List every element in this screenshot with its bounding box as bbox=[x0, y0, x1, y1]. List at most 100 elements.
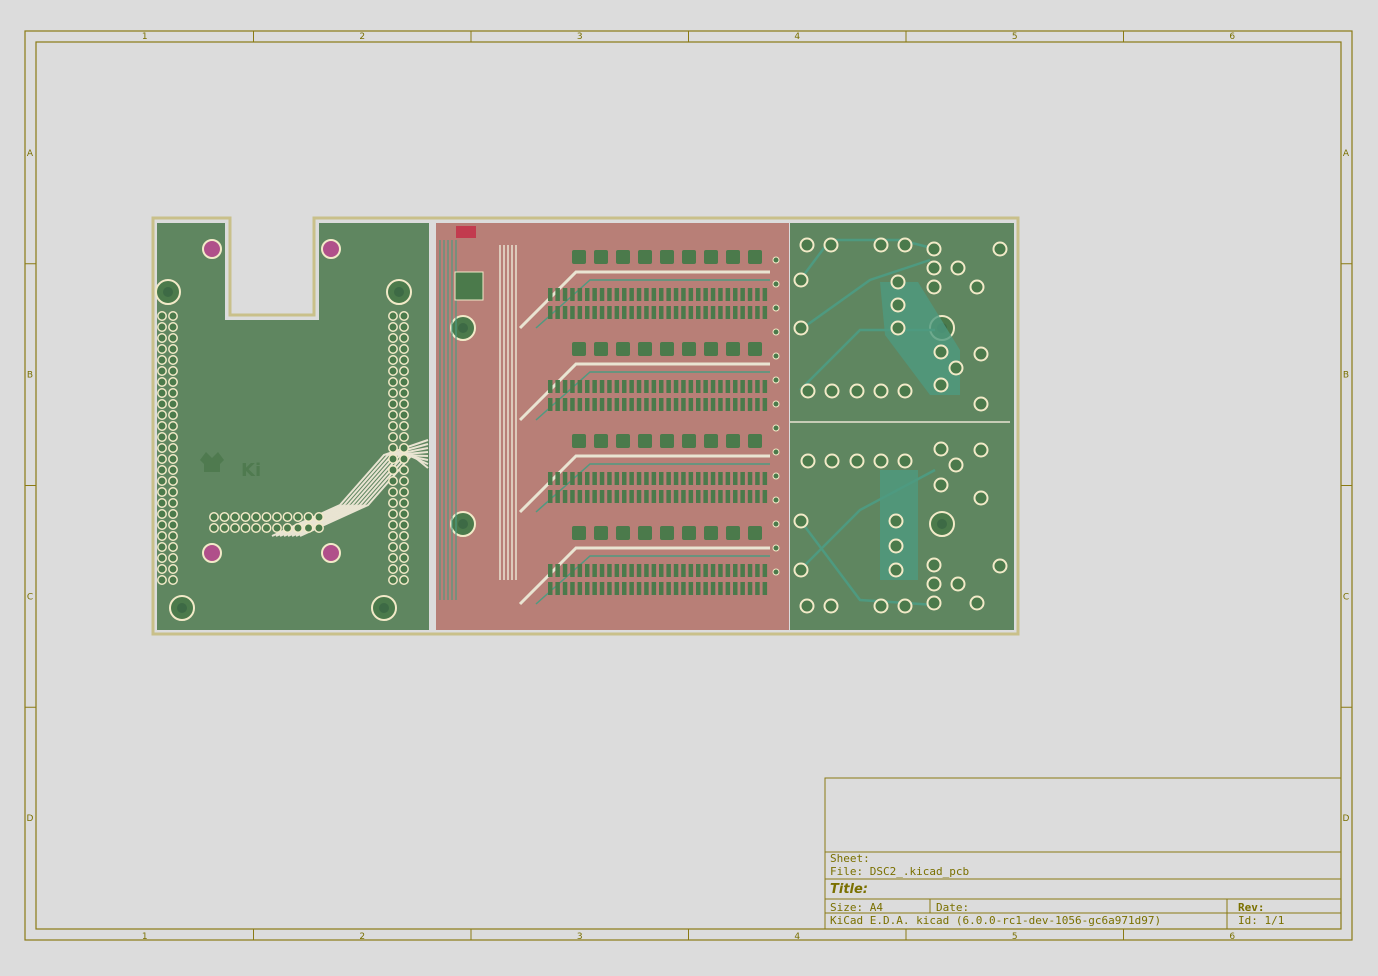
pad-icon bbox=[399, 575, 409, 585]
via-icon bbox=[772, 352, 780, 360]
pad-icon bbox=[726, 526, 740, 540]
pad-icon bbox=[570, 472, 575, 485]
mounting-hole-icon bbox=[379, 603, 389, 613]
pad-icon bbox=[733, 380, 738, 393]
pad-icon bbox=[710, 380, 716, 393]
pcb-track bbox=[518, 270, 770, 330]
pad-icon bbox=[762, 306, 768, 319]
pad-icon bbox=[823, 598, 839, 614]
pad-icon bbox=[659, 564, 664, 577]
pad-icon bbox=[594, 342, 608, 356]
pad-icon bbox=[762, 288, 768, 301]
pad-icon bbox=[622, 380, 627, 393]
pad-icon bbox=[747, 380, 753, 393]
pad-icon bbox=[733, 288, 738, 301]
pad-icon bbox=[755, 398, 760, 411]
pad-icon bbox=[577, 288, 583, 301]
pad-icon bbox=[388, 454, 398, 464]
pad-icon bbox=[592, 306, 597, 319]
pad-icon bbox=[622, 490, 627, 503]
pad-icon bbox=[747, 398, 753, 411]
pad-icon bbox=[607, 288, 612, 301]
pad-icon bbox=[748, 342, 762, 356]
pad-icon bbox=[388, 432, 398, 442]
pad-icon bbox=[638, 434, 652, 448]
pad-icon bbox=[616, 342, 630, 356]
pad-icon bbox=[926, 557, 942, 573]
pad-icon bbox=[726, 250, 740, 264]
pad-icon bbox=[793, 320, 809, 336]
pad-icon bbox=[673, 288, 679, 301]
pad-icon bbox=[622, 398, 627, 411]
pad-icon bbox=[399, 344, 409, 354]
frame-column-label: 3 bbox=[577, 932, 583, 942]
pad-icon bbox=[570, 398, 575, 411]
via-icon bbox=[772, 280, 780, 288]
pad-icon bbox=[157, 366, 167, 376]
pad-icon bbox=[157, 432, 167, 442]
pad-icon bbox=[399, 454, 409, 464]
frame-row-label: B bbox=[27, 371, 33, 381]
pad-icon bbox=[644, 472, 649, 485]
pad-icon bbox=[607, 582, 612, 595]
pad-icon bbox=[636, 380, 642, 393]
pad-icon bbox=[673, 398, 679, 411]
pad-icon bbox=[725, 564, 731, 577]
pad-icon bbox=[644, 398, 649, 411]
mounting-hole-icon bbox=[177, 603, 187, 613]
pad-icon bbox=[733, 582, 738, 595]
pad-icon bbox=[388, 366, 398, 376]
mounting-hole-icon bbox=[458, 323, 468, 333]
pad-icon bbox=[762, 472, 768, 485]
pad-icon bbox=[219, 523, 230, 533]
pad-icon bbox=[585, 398, 590, 411]
pad-icon bbox=[710, 564, 716, 577]
pad-icon bbox=[703, 380, 708, 393]
pad-icon bbox=[399, 410, 409, 420]
pad-icon bbox=[638, 526, 652, 540]
pad-icon bbox=[888, 513, 904, 529]
pad-icon bbox=[682, 526, 696, 540]
pad-icon bbox=[747, 490, 753, 503]
pad-icon bbox=[660, 250, 674, 264]
pad-icon bbox=[592, 582, 597, 595]
pad-icon bbox=[740, 564, 745, 577]
pad-icon bbox=[592, 398, 597, 411]
pad-icon bbox=[733, 490, 738, 503]
pad-icon bbox=[399, 355, 409, 365]
frame-column-label: 1 bbox=[142, 32, 148, 42]
pad-icon bbox=[688, 288, 694, 301]
pad-icon bbox=[696, 306, 701, 319]
pad-icon bbox=[399, 366, 409, 376]
pad-icon bbox=[592, 472, 597, 485]
pad-icon bbox=[950, 576, 966, 592]
pad-icon bbox=[388, 498, 398, 508]
pad-icon bbox=[890, 320, 906, 336]
pad-icon bbox=[733, 306, 738, 319]
pad-icon bbox=[681, 380, 686, 393]
pad-icon bbox=[572, 342, 586, 356]
size-label: Size: A4 bbox=[830, 901, 883, 914]
pad-icon bbox=[622, 472, 627, 485]
pad-icon bbox=[157, 509, 167, 519]
frame-column-label: 5 bbox=[1012, 32, 1018, 42]
pad-icon bbox=[168, 575, 178, 585]
pad-icon bbox=[651, 490, 657, 503]
generator-label: KiCad E.D.A. kicad (6.0.0-rc1-dev-1056-g… bbox=[830, 914, 1161, 927]
sheet-label: Sheet: bbox=[830, 852, 870, 865]
pad-icon bbox=[157, 520, 167, 530]
pad-icon bbox=[388, 355, 398, 365]
pad-icon bbox=[230, 523, 240, 533]
pad-icon bbox=[555, 582, 560, 595]
pad-icon bbox=[157, 399, 167, 409]
pad-icon bbox=[548, 472, 553, 485]
pad-icon bbox=[696, 490, 701, 503]
date-label: Date: bbox=[936, 901, 969, 914]
pcb-board[interactable]: Ki bbox=[151, 216, 1020, 636]
pad-icon bbox=[740, 582, 745, 595]
pad-icon bbox=[799, 598, 815, 614]
pad-icon bbox=[303, 512, 314, 522]
pad-icon bbox=[725, 472, 731, 485]
pad-icon bbox=[755, 490, 760, 503]
